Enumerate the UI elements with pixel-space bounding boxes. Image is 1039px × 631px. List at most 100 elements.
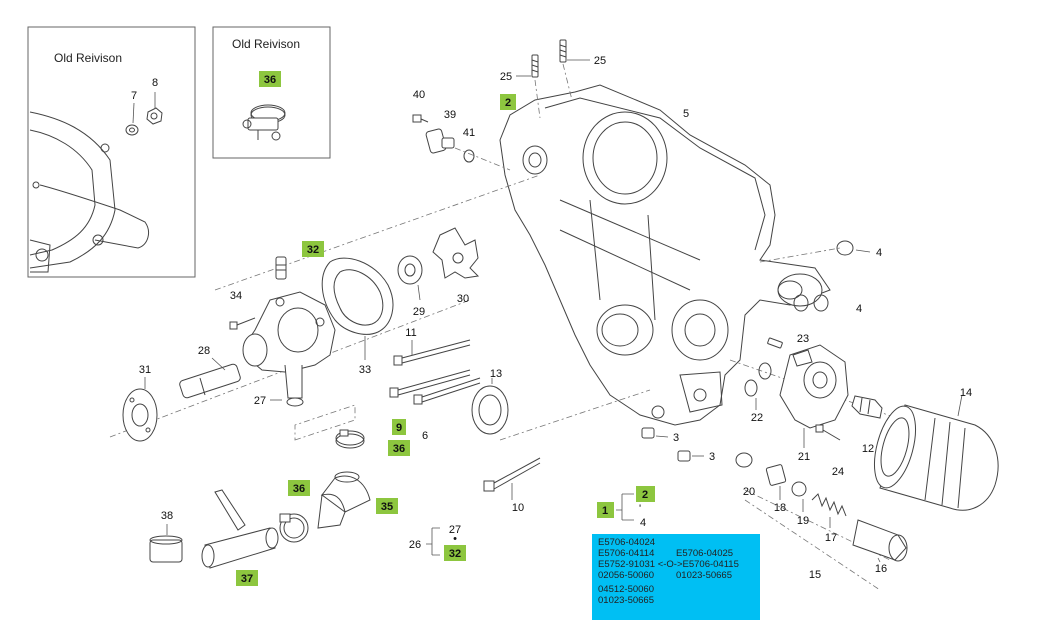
label-36-low: 36 xyxy=(293,483,305,495)
highlight-36-inset xyxy=(259,71,281,87)
label-13: 13 xyxy=(490,368,502,380)
part-16-plug xyxy=(852,519,908,562)
label-31: 31 xyxy=(139,364,151,376)
part-33-gasket xyxy=(321,257,394,335)
label-33: 33 xyxy=(359,364,371,376)
part-22-o-ring-a xyxy=(744,379,758,397)
label-19: 19 xyxy=(797,515,809,527)
highlight-2-group xyxy=(636,486,655,502)
old-hose-clamp xyxy=(242,104,286,141)
part-36-clamp-mid xyxy=(335,429,365,449)
label-36-inset: 36 xyxy=(264,74,276,86)
part-4-o-ring-a xyxy=(793,294,809,312)
highlight-36-mid xyxy=(388,440,410,456)
label-39: 39 xyxy=(444,109,456,121)
part-32-nipple xyxy=(275,256,287,280)
info-line-5: 04512-50060 xyxy=(598,584,654,595)
part-35-hose xyxy=(317,471,371,529)
part-8-nut xyxy=(146,107,163,125)
label-17: 17 xyxy=(825,532,837,544)
part-31-pulley xyxy=(122,388,158,442)
label-2-group: 2 xyxy=(642,489,648,501)
label-38: 38 xyxy=(161,510,173,522)
info-line-1: E5706-04024 xyxy=(598,537,656,548)
part-37-pipe xyxy=(201,489,279,569)
label-34: 34 xyxy=(230,290,242,302)
label-20: 20 xyxy=(743,486,755,498)
part-34-bolt xyxy=(229,317,256,330)
label-27-group: 27 xyxy=(449,524,461,536)
part-40-bolt xyxy=(412,114,429,123)
label-36-mid: 36 xyxy=(393,443,405,455)
label-32-top: 32 xyxy=(307,244,319,256)
part-17-spring xyxy=(811,493,847,517)
part-36-clamp-low xyxy=(279,513,309,543)
part-11-bolt xyxy=(393,339,471,366)
label-40: 40 xyxy=(413,89,425,101)
part-14-oil-filter xyxy=(873,404,999,511)
highlight-35 xyxy=(376,498,398,514)
part-18-sleeve xyxy=(765,464,787,486)
info-line-3: E5752-91031 <-O->E5706-04115 xyxy=(598,559,739,570)
part-number-info-box: E5706-04024 E5706-04114 E5752-91031 <-O-… xyxy=(592,534,760,620)
label-dot-27: • xyxy=(453,533,457,545)
label-9: 9 xyxy=(396,422,402,434)
part-22-o-ring-b xyxy=(758,362,772,380)
label-35: 35 xyxy=(381,501,393,513)
label-7: 7 xyxy=(131,90,137,102)
label-14: 14 xyxy=(960,387,972,399)
info-right-1: E5706-04025 xyxy=(676,548,734,559)
label-25-right: 25 xyxy=(594,55,606,67)
part-7-washer xyxy=(125,124,139,136)
highlight-2-top xyxy=(500,94,516,110)
label-11: 11 xyxy=(405,327,416,339)
part-39-sensor xyxy=(425,128,455,154)
part-6-bolt xyxy=(413,377,481,405)
label-30: 30 xyxy=(457,293,469,305)
part-bearing-shaft xyxy=(179,363,241,399)
part-25-pin-right xyxy=(559,39,567,63)
label-apostrophe: ' xyxy=(639,503,641,515)
part-30-impeller xyxy=(432,227,480,279)
label-29: 29 xyxy=(413,306,425,318)
label-6: 6 xyxy=(422,430,428,442)
part-4-o-ring-b xyxy=(813,294,829,312)
part-5-gear-case xyxy=(499,84,831,426)
label-28: 28 xyxy=(198,345,210,357)
label-15: 15 xyxy=(809,569,821,581)
label-27: 27 xyxy=(254,395,266,407)
part-3-plug-b xyxy=(677,450,691,462)
label-24: 24 xyxy=(832,466,844,478)
part-38-fitting xyxy=(149,535,183,563)
label-1: 1 xyxy=(602,505,608,517)
highlight-32-group xyxy=(444,545,466,561)
label-4-top: 4 xyxy=(876,247,882,259)
label-10: 10 xyxy=(512,502,524,514)
info-right-2: 01023-50665 xyxy=(676,570,732,581)
label-21: 21 xyxy=(798,451,810,463)
old-cover-sketch xyxy=(29,111,149,273)
part-28-water-pump xyxy=(242,291,336,407)
part-13-oil-seal xyxy=(471,385,509,435)
label-3-a: 3 xyxy=(673,432,679,444)
label-23: 23 xyxy=(797,333,809,345)
part-25-pin-left xyxy=(531,54,539,78)
inset-box-old-revision-1 xyxy=(27,26,196,278)
label-8: 8 xyxy=(152,77,158,89)
part-3-plug-a xyxy=(641,427,655,439)
info-line-2: E5706-04114 xyxy=(598,548,655,559)
label-26: 26 xyxy=(409,539,421,551)
label-12: 12 xyxy=(862,443,874,455)
label-3-b: 3 xyxy=(709,451,715,463)
label-22: 22 xyxy=(751,412,763,424)
part-10-bolt xyxy=(483,457,541,492)
highlight-9 xyxy=(392,419,406,435)
highlight-1 xyxy=(597,502,614,518)
label-4-mid: 4 xyxy=(856,303,862,315)
part-23-pin xyxy=(767,337,783,349)
label-41: 41 xyxy=(463,127,475,139)
part-9-bolt xyxy=(389,369,471,398)
part-41-o-ring xyxy=(463,149,475,163)
label-2-top: 2 xyxy=(505,97,511,109)
label-37: 37 xyxy=(241,573,253,585)
